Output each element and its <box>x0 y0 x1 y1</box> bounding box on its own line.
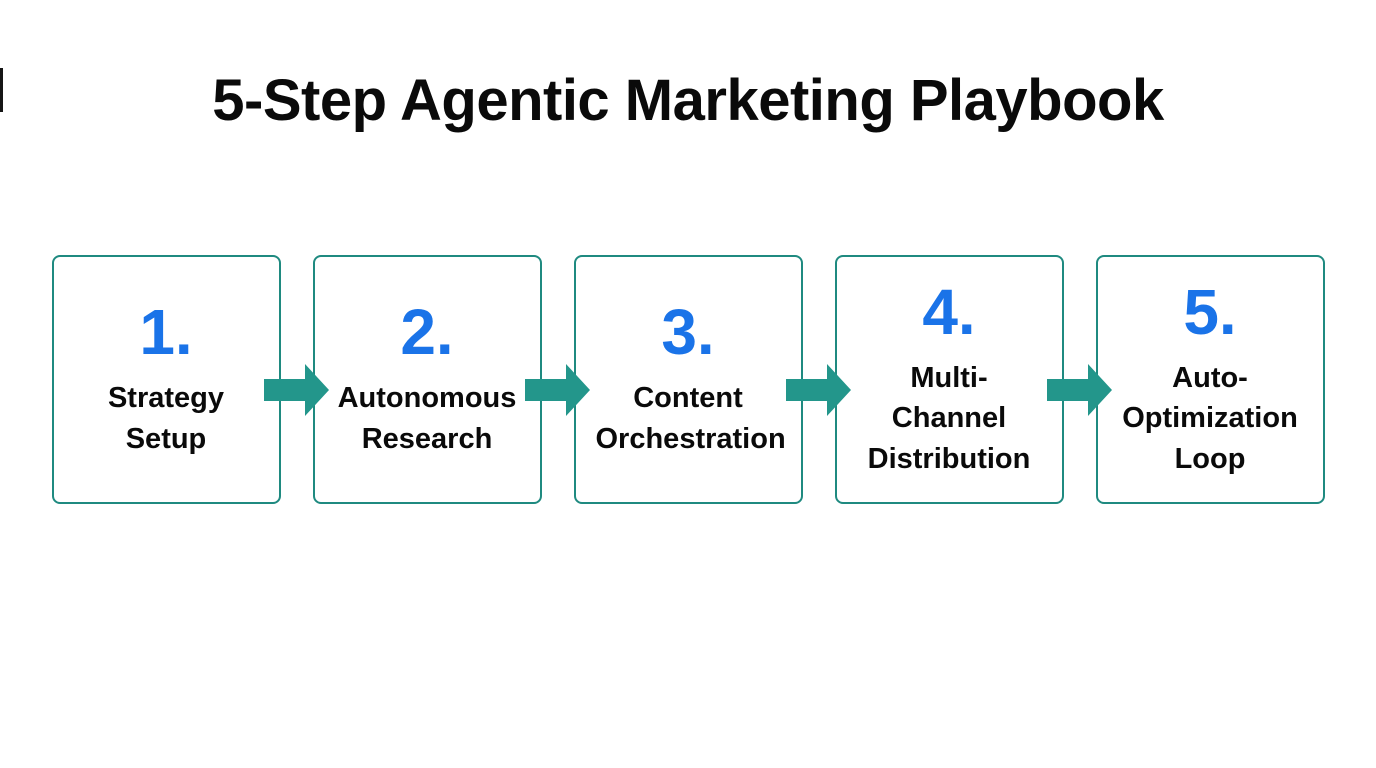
step-number: 2. <box>400 296 454 369</box>
step-label: Content Orchestration <box>595 382 786 455</box>
arrow-right-icon <box>785 364 851 416</box>
step-label: Autonomous Research <box>337 382 517 455</box>
step-label: Multi-Channel Distribution <box>867 362 1031 475</box>
step-box-1: 1. Strategy Setup <box>51 255 281 504</box>
step-number: 1. <box>139 296 193 369</box>
step-number: 5. <box>1183 276 1237 349</box>
connector-3-4 <box>785 255 851 504</box>
step-number: 3. <box>661 296 715 369</box>
arrow-right-icon <box>263 364 329 416</box>
step-box-3: 3. Content Orchestration <box>573 255 803 504</box>
step-box-2: 2. Autonomous Research <box>312 255 542 504</box>
connector-1-2 <box>263 255 329 504</box>
step-box-5: 5. Auto-Optimization Loop <box>1095 255 1325 504</box>
page-title: 5-Step Agentic Marketing Playbook <box>212 68 1164 133</box>
step-number: 4. <box>922 276 976 349</box>
arrow-right-icon <box>1046 364 1112 416</box>
step-box-4: 4. Multi-Channel Distribution <box>834 255 1064 504</box>
step-label: Auto-Optimization Loop <box>1122 362 1298 475</box>
step-label: Strategy Setup <box>107 382 225 455</box>
connector-2-3 <box>524 255 590 504</box>
playbook-flow-diagram: 1. Strategy Setup 2. Autonomous Research… <box>0 255 1376 504</box>
screen-edge-artifact <box>0 68 3 112</box>
connector-4-5 <box>1046 255 1112 504</box>
arrow-right-icon <box>524 364 590 416</box>
